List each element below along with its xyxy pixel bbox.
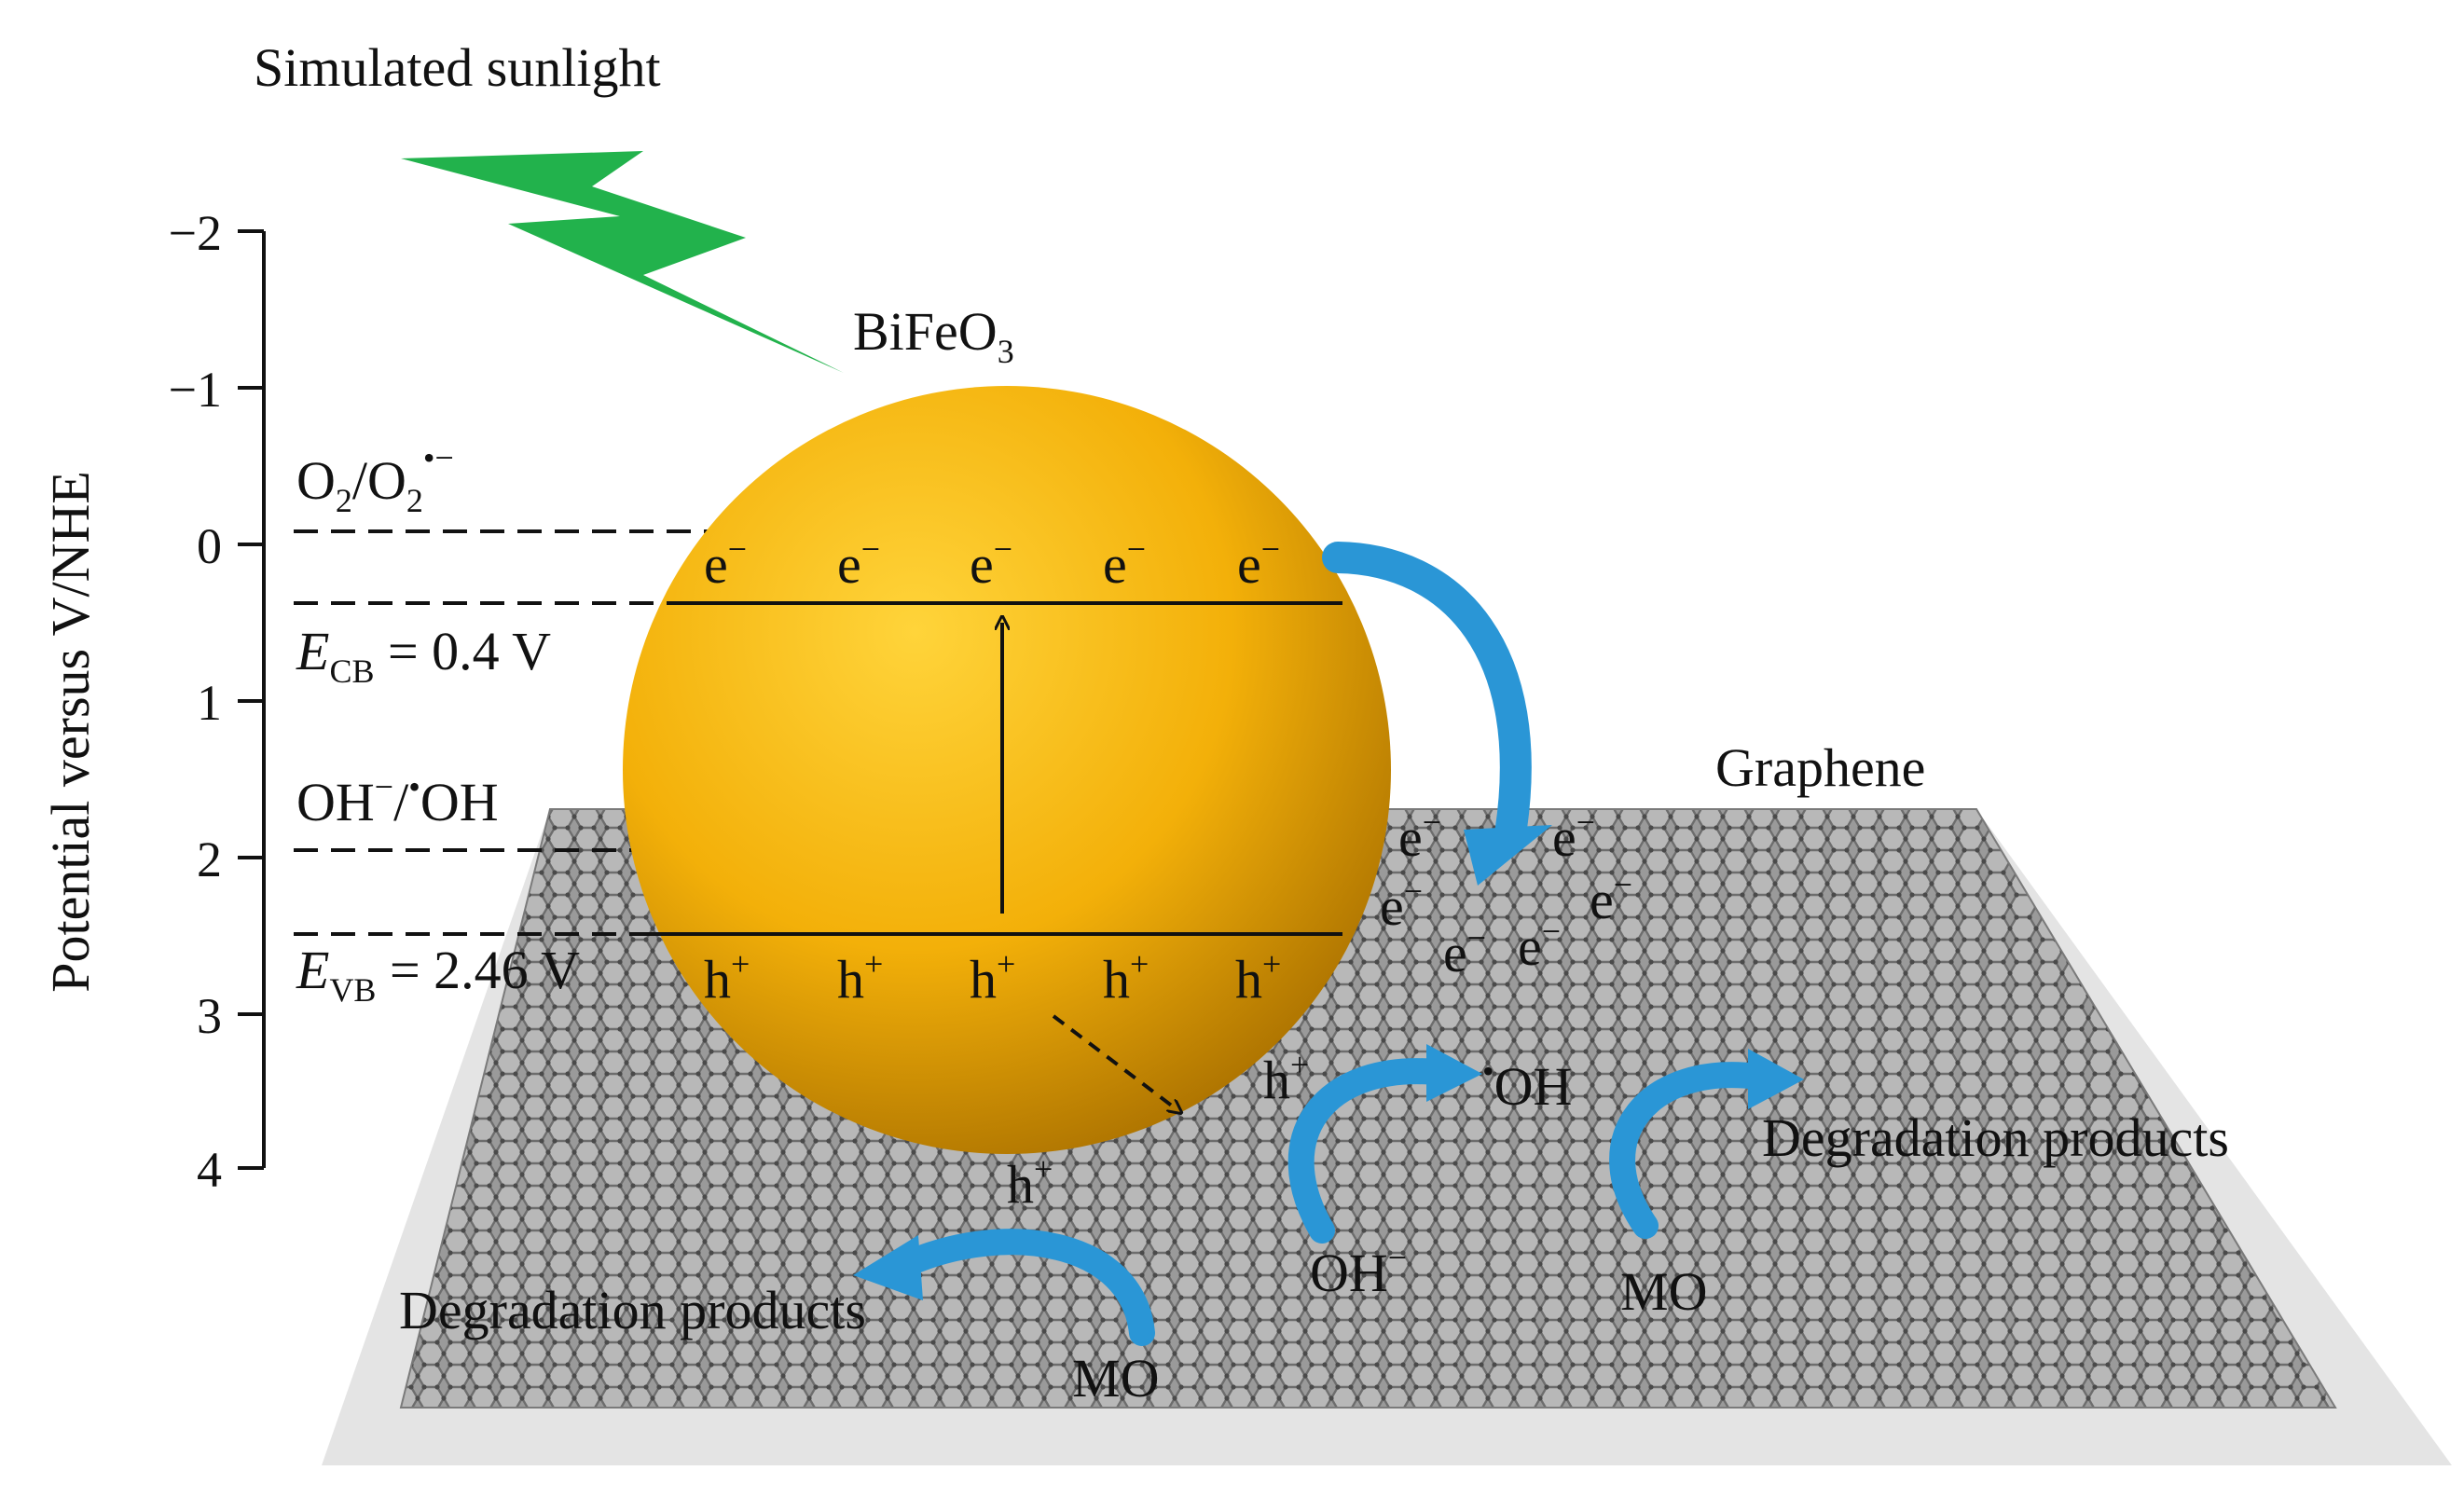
tick-label: 1 [197,675,222,731]
light-source-label: Simulated sunlight [254,37,661,98]
hole: h+ [1103,945,1149,1010]
electron: e− [1552,804,1595,868]
electron: e− [1590,866,1632,930]
tick-label: 2 [197,831,222,887]
mo-degradation-arrow-right [1609,1049,1804,1239]
oh-radical-label: •OH [1482,1052,1572,1117]
graphene-label: Graphene [1715,737,1925,798]
electron: e− [837,530,880,595]
graphene-electrons: e− e− e− e− e− e− [1380,804,1632,983]
bifeo3-particle [623,386,1391,1154]
hole: h+ [970,945,1015,1010]
oh-redox-label: OH−/•OH [296,768,499,832]
mo-label-right: MO [1620,1261,1707,1322]
electron: e− [970,530,1012,595]
electron: e− [1398,804,1441,868]
tick-label: 3 [197,988,222,1044]
hole: h+ [704,945,750,1010]
electron: e− [1518,913,1561,977]
electron: e− [704,530,747,595]
electron: e− [1443,919,1486,983]
axis-tick-labels: −2 −1 0 1 2 3 4 [169,205,222,1198]
redox-dashed-lines [294,529,709,936]
hole: h+ [837,945,883,1010]
products-label-left: Degradation products [399,1280,866,1340]
o2-redox-label: O2/O2•− [296,439,454,519]
ecb-label: ECB = 0.4 V [296,621,551,690]
hole-lower: h+ [1007,1150,1053,1215]
mo-label-left: MO [1072,1348,1159,1409]
tick-label: −1 [169,362,222,418]
tick-label: 0 [197,518,222,574]
tick-label: −2 [169,205,222,261]
electron: e− [1380,873,1423,937]
tick-label: 4 [197,1142,222,1198]
products-label-right: Degradation products [1762,1107,2229,1168]
sunlight-bolt-icon [401,151,844,373]
particle-label: BiFeO3 [853,301,1014,370]
electron: e− [1237,530,1280,595]
cb-electrons: e− e− e− e− e− [704,530,1280,595]
vb-holes: h+ h+ h+ h+ h+ [704,945,1281,1010]
hole-migration-arrow [1052,1014,1177,1109]
mo-degradation-arrow-left [853,1229,1155,1346]
axis-label: Potential versus V/NHE [40,471,101,993]
electron-transfer-arrow [1322,542,1552,886]
hydroxide-label: OH− [1310,1239,1407,1303]
hydroxyl-reaction-arrow [1287,1044,1482,1244]
electron: e− [1103,530,1146,595]
potential-axis [238,229,266,1170]
hole: h+ [1235,945,1281,1010]
hole-graphene: h+ [1263,1046,1309,1110]
evb-label: EVB = 2.46 V [296,940,580,1009]
